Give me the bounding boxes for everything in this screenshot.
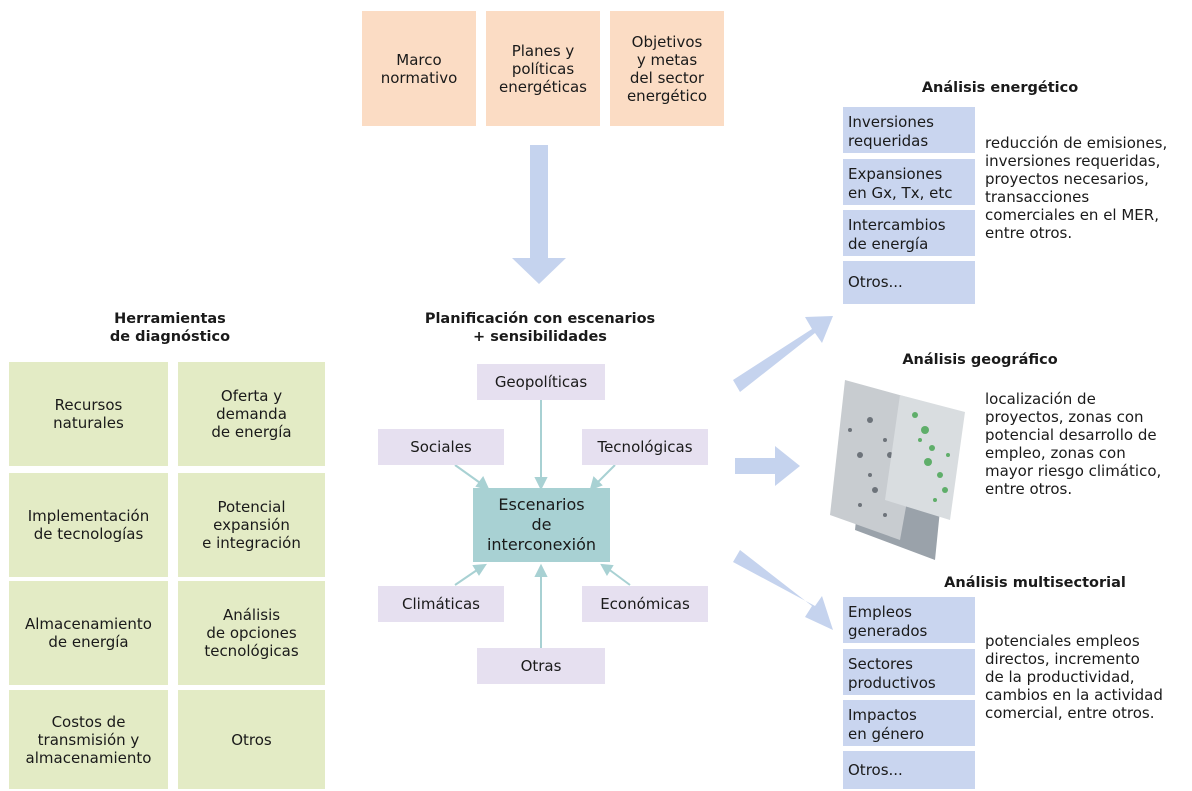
spoke-climaticas — [454, 567, 481, 586]
diag-otros: Otros — [178, 690, 325, 789]
geo-analysis-title: Análisis geográfico — [902, 352, 1058, 368]
arrow-right — [735, 446, 800, 486]
multi-item-sectores: Sectores productivos — [843, 649, 975, 695]
multi-analysis-title: Análisis multisectorial — [944, 575, 1126, 591]
input-objetivos-metas: Objetivos y metas del sector energético — [610, 11, 724, 126]
arrow-down-right — [733, 550, 833, 630]
diag-analisis-opciones: Análisis de opciones tecnológicas — [178, 581, 325, 685]
spoke-sociales — [454, 464, 484, 486]
diag-almacenamiento: Almacenamiento de energía — [9, 581, 168, 685]
diag-costos-transmision: Costos de transmisión y almacenamiento — [9, 690, 168, 789]
arrow-down — [512, 145, 566, 284]
factor-economicas: Económicas — [582, 586, 708, 622]
input-marco-normativo: Marco normativo — [362, 11, 476, 126]
multi-item-impactos: Impactos en género — [843, 700, 975, 746]
diagnostics-title: Herramientas de diagnóstico — [109, 311, 231, 345]
factor-sociales: Sociales — [378, 429, 504, 465]
spoke-economicas — [606, 567, 631, 586]
planning-title: Planificación con escenarios + sensibili… — [424, 311, 656, 345]
geo-analysis-description: localización de proyectos, zonas con pot… — [985, 390, 1162, 498]
diag-oferta-demanda: Oferta y demanda de energía — [178, 362, 325, 466]
multi-item-otros: Otros... — [843, 751, 975, 789]
energy-analysis-title: Análisis energético — [921, 80, 1079, 96]
multi-analysis-description: potenciales empleos directos, incremento… — [985, 632, 1163, 722]
center-escenarios: Escenarios de interconexión — [473, 488, 610, 562]
input-planes-politicas: Planes y políticas energéticas — [486, 11, 600, 126]
factor-climaticas: Climáticas — [378, 586, 504, 622]
factor-tecnologicas: Tecnológicas — [582, 429, 708, 465]
map-illustration-icon — [830, 380, 965, 560]
energy-item-otros: Otros... — [843, 261, 975, 304]
energy-analysis-description: reducción de emisiones, inversiones requ… — [985, 134, 1168, 242]
energy-item-inversiones: Inversiones requeridas — [843, 107, 975, 153]
energy-item-expansiones: Expansiones en Gx, Tx, etc — [843, 159, 975, 205]
factor-geopoliticas: Geopolíticas — [477, 364, 605, 400]
diag-implementacion-tecnologias: Implementación de tecnologías — [9, 473, 168, 577]
diag-recursos-naturales: Recursos naturales — [9, 362, 168, 466]
energy-item-intercambios: Intercambios de energía — [843, 210, 975, 256]
diag-potencial-expansion: Potencial expansión e integración — [178, 473, 325, 577]
arrow-up-right — [733, 316, 833, 392]
multi-item-empleos: Empleos generados — [843, 597, 975, 643]
factor-otras: Otras — [477, 648, 605, 684]
